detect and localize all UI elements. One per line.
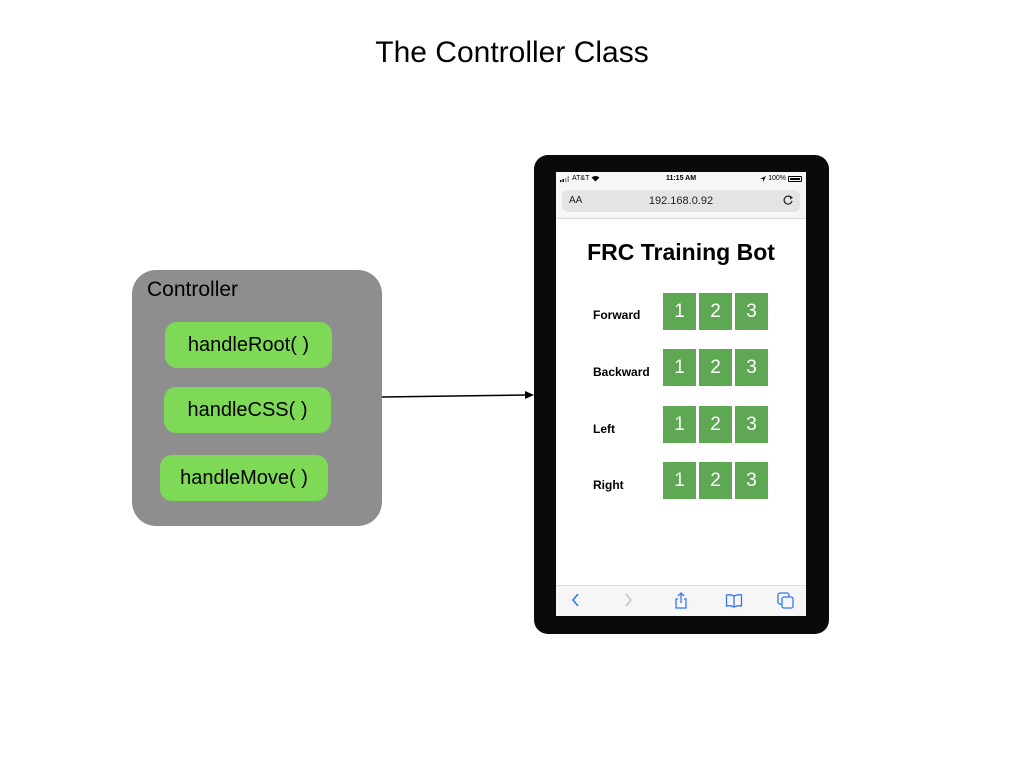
right-button-1[interactable]: 1	[663, 462, 696, 499]
address-bar[interactable]: AA 192.168.0.92	[562, 190, 800, 212]
page-title: FRC Training Bot	[587, 239, 775, 265]
backward-button-1[interactable]: 1	[663, 349, 696, 386]
clock: 11:15 AM	[665, 175, 697, 182]
share-icon[interactable]	[674, 592, 688, 610]
tabs-icon[interactable]	[777, 592, 794, 609]
method-handle-move: handleMove( )	[160, 455, 328, 501]
method-handle-css: handleCSS( )	[164, 387, 331, 433]
row-label: Right	[593, 478, 624, 492]
slide-title: The Controller Class	[375, 36, 649, 69]
backward-button-3[interactable]: 3	[735, 349, 768, 386]
right-button-3[interactable]: 3	[735, 462, 768, 499]
browser-toolbar	[556, 585, 806, 616]
row-backward: Backward 1 2 3	[556, 349, 806, 387]
wifi-icon	[591, 176, 600, 182]
forward-button-2[interactable]: 2	[699, 293, 732, 330]
status-bar: AT&T 11:15 AM 100%	[556, 172, 806, 186]
signal-icon	[560, 175, 569, 182]
carrier-label: AT&T	[572, 175, 590, 182]
left-button-3[interactable]: 3	[735, 406, 768, 443]
reload-icon[interactable]	[782, 194, 794, 206]
forward-button-3[interactable]: 3	[735, 293, 768, 330]
browser-header: AA 192.168.0.92	[556, 186, 806, 219]
left-button-2[interactable]: 2	[699, 406, 732, 443]
location-icon	[760, 175, 767, 182]
reader-text-size-button[interactable]: AA	[569, 195, 583, 206]
battery-icon	[788, 175, 802, 182]
row-label: Forward	[593, 308, 641, 322]
back-icon[interactable]	[570, 592, 582, 608]
right-button-2[interactable]: 2	[699, 462, 732, 499]
forward-icon[interactable]	[622, 592, 634, 608]
method-handle-root: handleRoot( )	[165, 322, 332, 368]
row-label: Left	[593, 422, 615, 436]
controller-box: Controller handleRoot( ) handleCSS( ) ha…	[132, 270, 382, 526]
bookmarks-icon[interactable]	[725, 592, 743, 608]
url-text: 192.168.0.92	[648, 195, 714, 207]
row-label: Backward	[593, 365, 650, 379]
phone-device: AT&T 11:15 AM 100% AA 192.168.0.92	[534, 155, 829, 634]
row-left: Left 1 2 3	[556, 406, 806, 444]
row-forward: Forward 1 2 3	[556, 293, 806, 331]
left-button-1[interactable]: 1	[663, 406, 696, 443]
phone-screen: AT&T 11:15 AM 100% AA 192.168.0.92	[556, 172, 806, 616]
row-right: Right 1 2 3	[556, 462, 806, 500]
backward-button-2[interactable]: 2	[699, 349, 732, 386]
controller-label: Controller	[147, 278, 239, 301]
battery-percent: 100%	[768, 175, 786, 182]
forward-button-1[interactable]: 1	[663, 293, 696, 330]
